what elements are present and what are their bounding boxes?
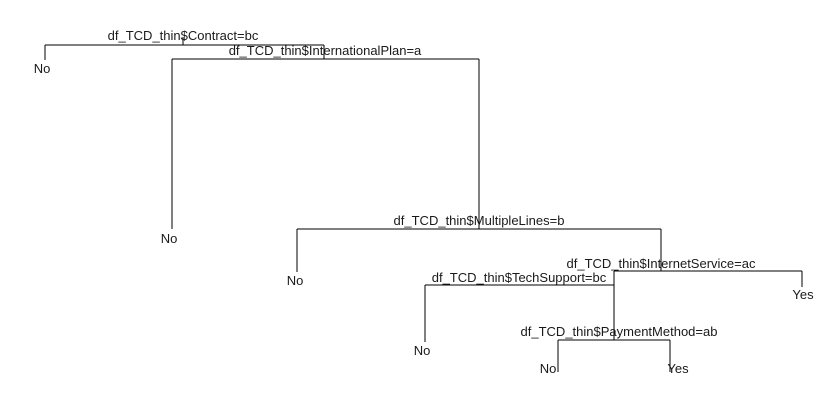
split-labels: df_TCD_thin$Contract=bc df_TCD_thin$Inte…: [108, 28, 756, 339]
split-label-contract: df_TCD_thin$Contract=bc: [108, 28, 259, 43]
tree-edges: [44, 37, 803, 372]
leaf-label: Yes: [792, 287, 814, 302]
leaf-label: No: [287, 273, 304, 288]
leaf-label: Yes: [667, 361, 689, 376]
split-label-multiple-lines: df_TCD_thin$MultipleLines=b: [394, 213, 565, 228]
leaf-label: No: [540, 361, 557, 376]
split-label-international-plan: df_TCD_thin$InternationalPlan=a: [229, 43, 422, 58]
split-label-payment-method: df_TCD_thin$PaymentMethod=ab: [521, 324, 718, 339]
crop-mask: [0, 374, 835, 414]
leaf-labels: No No No Yes No No Yes: [34, 61, 814, 376]
leaf-label: No: [161, 231, 178, 246]
split-label-tech-support: df_TCD_thin$TechSupport=bc: [432, 270, 607, 285]
split-label-internet-service: df_TCD_thin$InternetService=ac: [567, 256, 756, 271]
leaf-label: No: [34, 61, 51, 76]
leaf-label: No: [414, 343, 431, 358]
